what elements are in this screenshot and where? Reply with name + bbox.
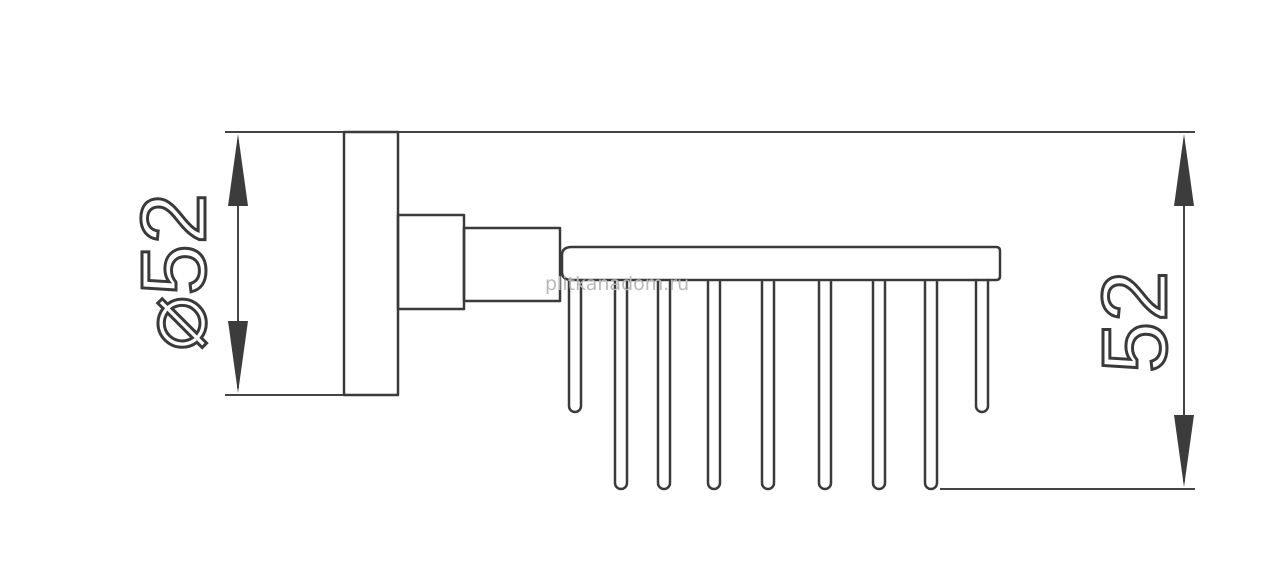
basket-top-rail xyxy=(560,245,1002,282)
basket-wire xyxy=(974,278,990,414)
basket-wire xyxy=(817,280,833,491)
basket-wire xyxy=(613,280,629,491)
left-dimension-label: ⌀52 xyxy=(123,193,225,351)
left-arrow-top xyxy=(228,134,248,206)
basket-wire xyxy=(760,280,776,491)
left-arrow-bottom xyxy=(228,321,248,393)
basket-wire xyxy=(567,278,583,414)
right-dimension-label: 52 xyxy=(1084,271,1186,373)
basket-wire xyxy=(871,280,887,491)
wall-plate xyxy=(342,130,400,397)
right-arrow-bottom xyxy=(1174,415,1194,487)
basket-wire xyxy=(923,280,939,491)
connector-arm xyxy=(462,226,562,303)
watermark: plitkanadom.ru xyxy=(545,273,689,295)
right-arrow-top xyxy=(1174,134,1194,206)
basket-wire xyxy=(656,280,672,491)
basket-wires xyxy=(567,278,990,491)
connector-sleeve xyxy=(396,213,466,311)
basket-wire xyxy=(706,280,722,491)
